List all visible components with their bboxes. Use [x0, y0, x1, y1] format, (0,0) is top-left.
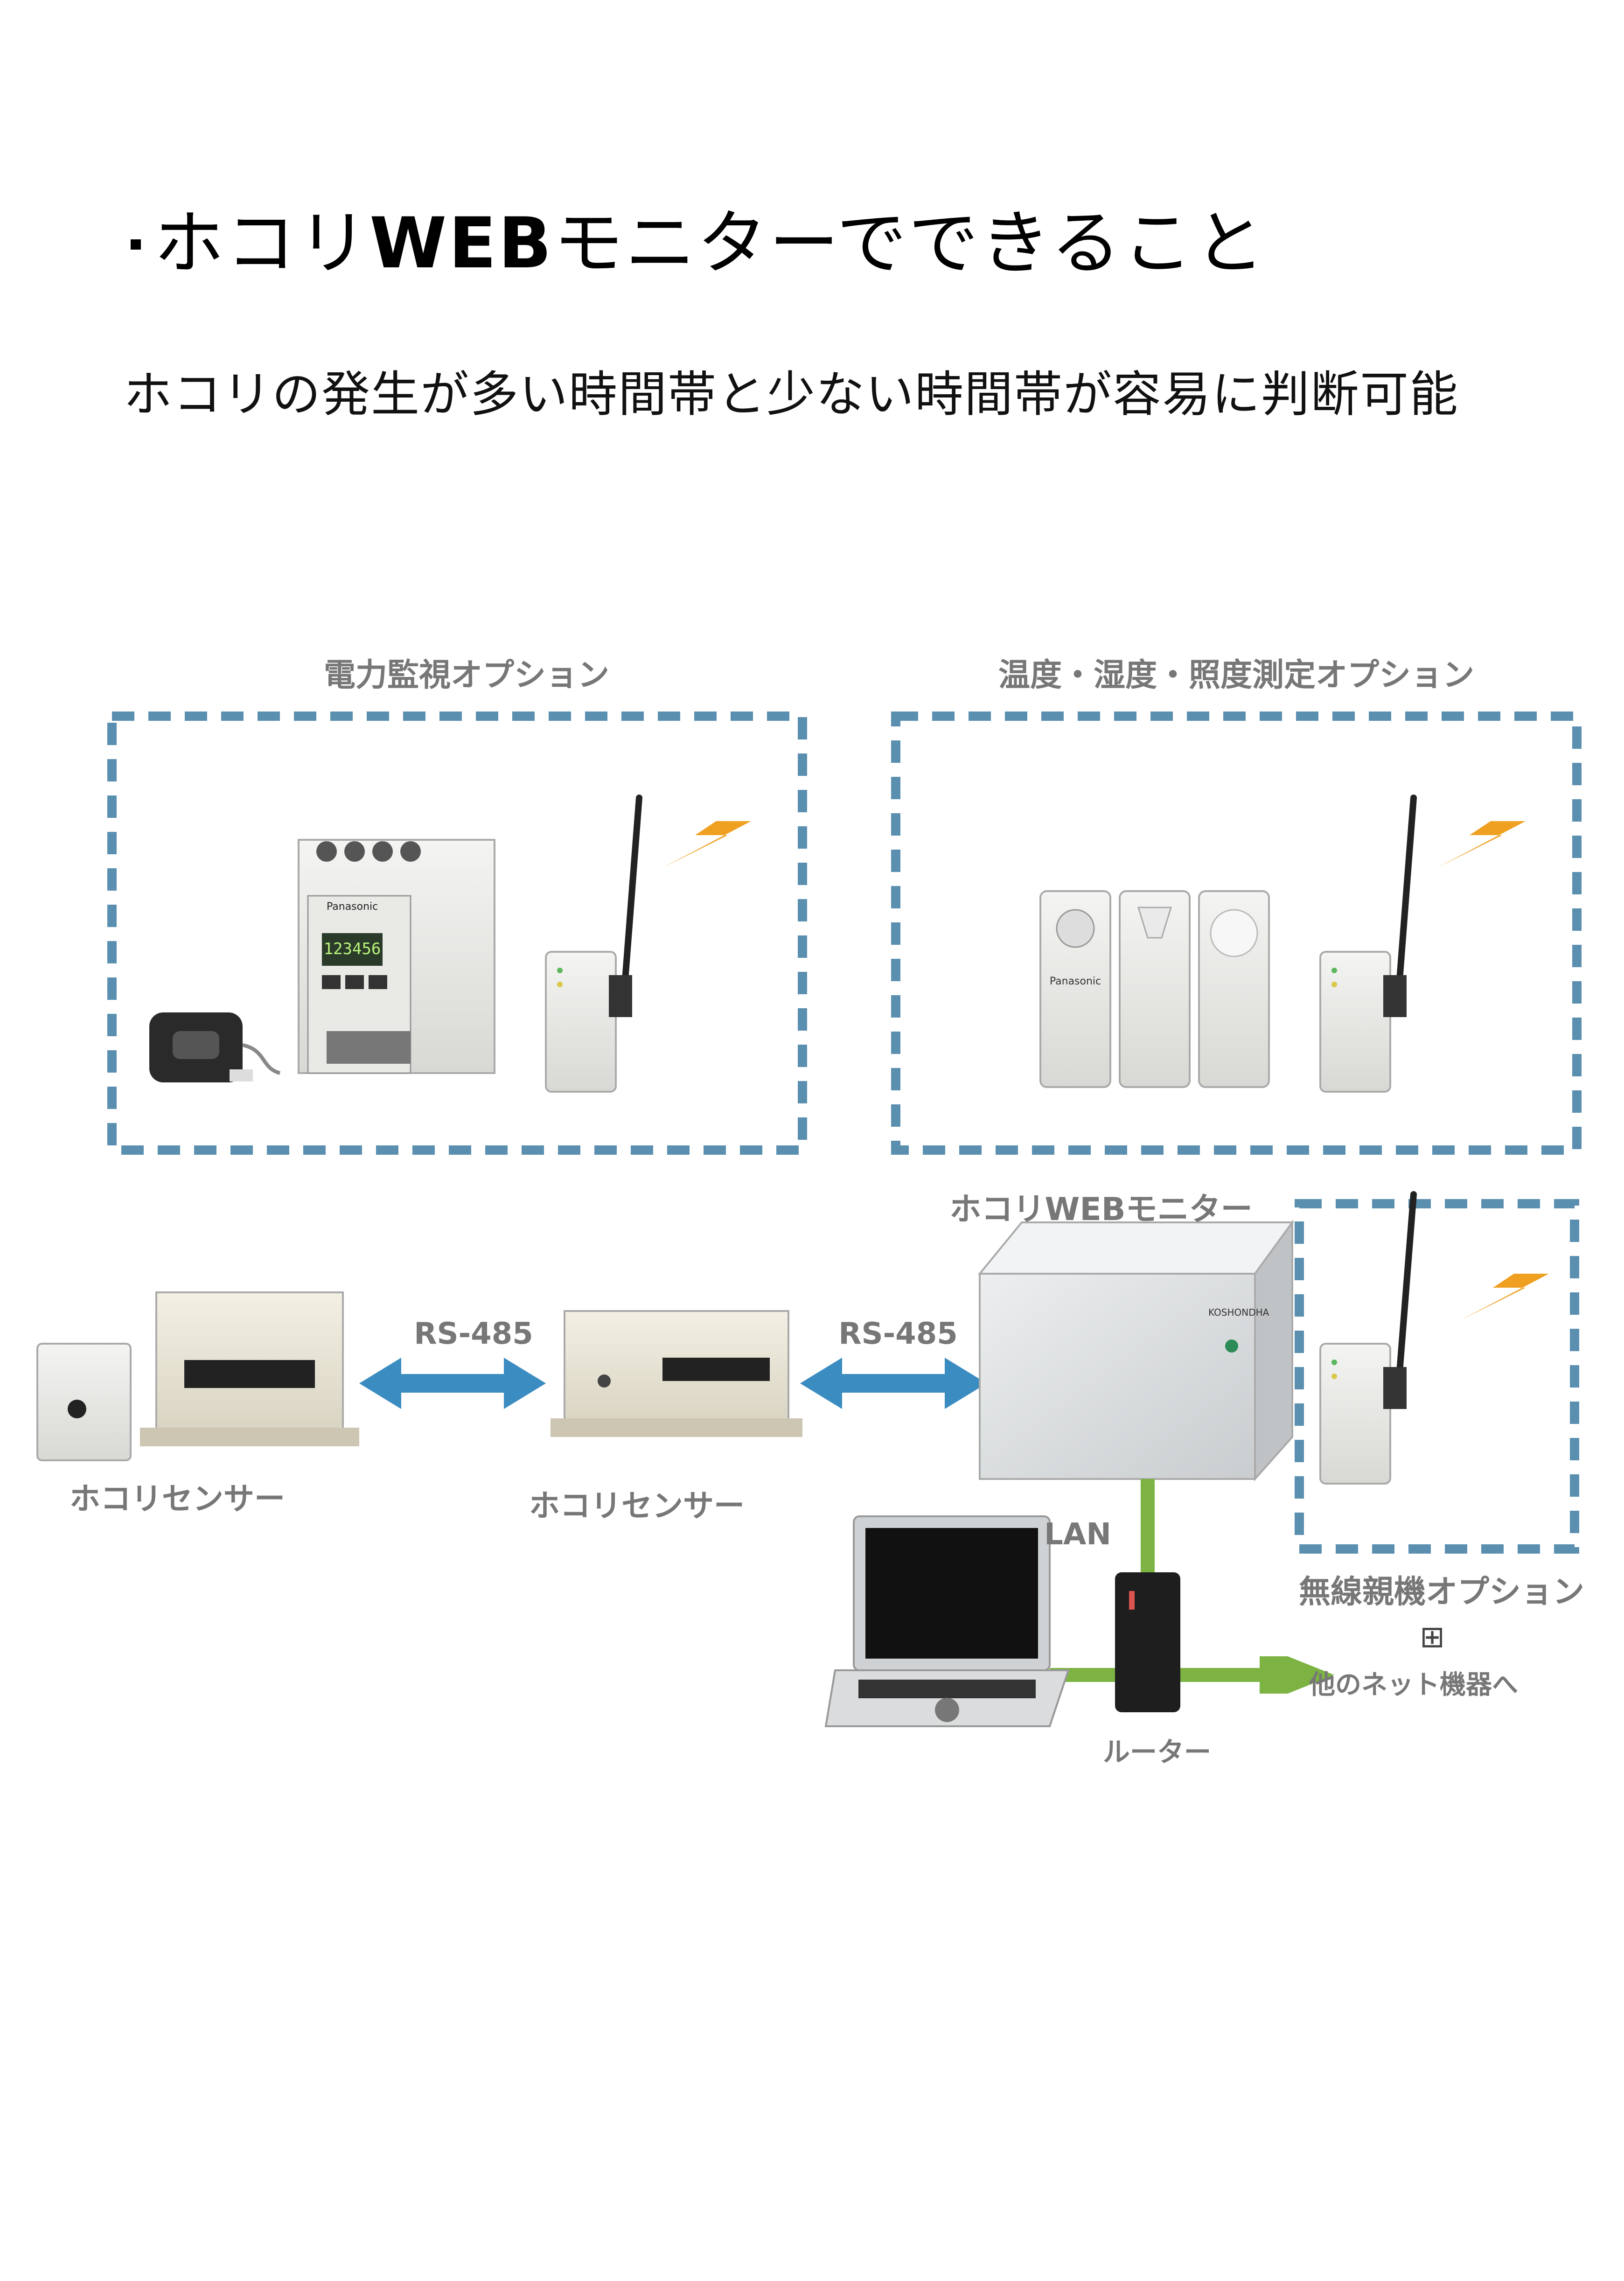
- router-label: ルーター: [1103, 1736, 1211, 1768]
- meter-display: 123456: [324, 940, 381, 958]
- rs485-left-label: RS-485: [414, 1317, 533, 1351]
- power-option-box: [107, 712, 807, 1155]
- wireless-option-box: [1295, 1199, 1579, 1554]
- dust-sensor-1-label: ホコリセンサー: [70, 1481, 285, 1517]
- dust-sensor-2: [551, 1310, 802, 1437]
- svg-text:KOSHONDHA: KOSHONDHA: [1208, 1307, 1269, 1318]
- router-device: [1115, 1572, 1180, 1712]
- page-title: ホコリWEBモニターでできること: [131, 187, 1266, 288]
- lightning-icon: [662, 788, 765, 868]
- env-sensors: Panasonic: [1039, 890, 1270, 1088]
- monitor-label: ホコリWEBモニター: [949, 1191, 1252, 1228]
- dust-sensor-2-label: ホコリセンサー: [529, 1488, 745, 1524]
- env-option-box: [891, 712, 1582, 1155]
- dust-sensor-1: [140, 1291, 359, 1446]
- other-devices-label: 他のネット機器へ: [1309, 1670, 1518, 1700]
- title-part1: ホコリ: [154, 203, 370, 284]
- svg-text:Panasonic: Panasonic: [1050, 976, 1101, 987]
- wireless-unit-parent: [1319, 1191, 1417, 1485]
- lan-label: LAN: [1044, 1517, 1111, 1552]
- power-meter-device: 123456 Panasonic: [298, 839, 495, 1074]
- page-subtitle: ホコリの発生が多い時間帯と少ない時間帯が容易に判断可能: [124, 366, 1459, 423]
- plus-icon: ⊞: [1420, 1620, 1445, 1654]
- env-option-label: 温度・湿度・照度測定オプション: [998, 657, 1474, 694]
- power-option-label: 電力監視オプション: [324, 657, 609, 694]
- lightning-icon: [1460, 1241, 1563, 1320]
- sensor-enclosure: [36, 1343, 132, 1461]
- laptop-device: [824, 1515, 1070, 1727]
- lightning-icon: [1437, 788, 1540, 868]
- lan-arrow-head: [1260, 1656, 1334, 1694]
- wireless-unit-power: [545, 795, 642, 1093]
- rs485-right-label: RS-485: [838, 1317, 958, 1351]
- wireless-unit-env: [1319, 795, 1417, 1093]
- ct-clamp-device: [149, 1012, 281, 1082]
- rs485-arrow-right: [800, 1358, 987, 1409]
- bullet-icon: [131, 239, 141, 250]
- title-part2: モニターでできること: [553, 203, 1267, 284]
- title-web: WEB: [369, 203, 554, 284]
- dust-web-monitor: KOSHONDHA: [977, 1219, 1294, 1482]
- rs485-arrow-left: [359, 1358, 546, 1409]
- svg-text:Panasonic: Panasonic: [327, 901, 378, 913]
- wireless-option-label: 無線親機オプション: [1299, 1574, 1584, 1611]
